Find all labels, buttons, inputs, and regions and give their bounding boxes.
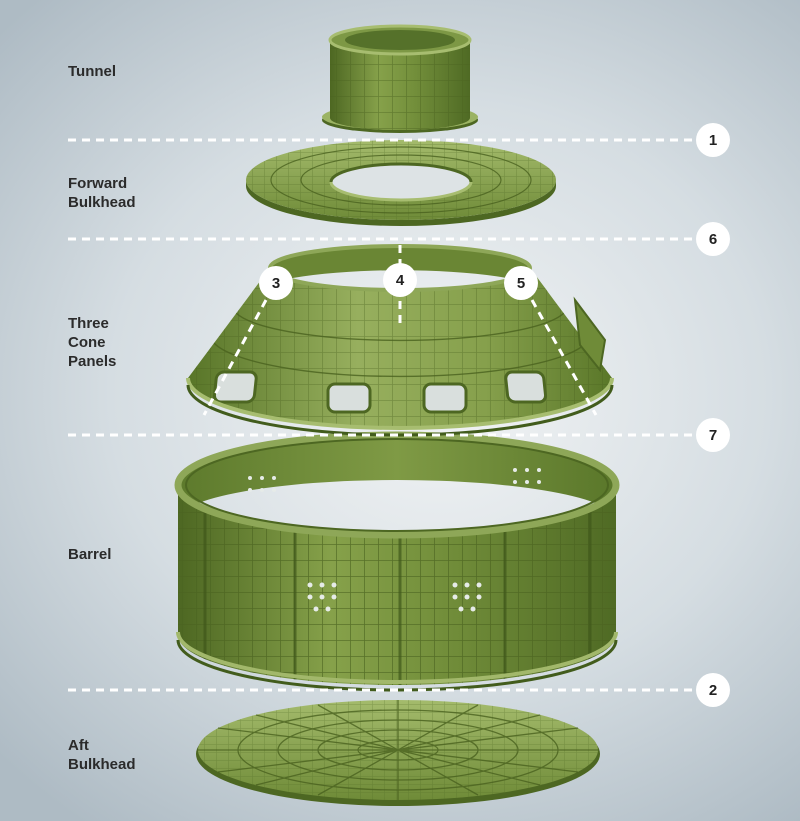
- weld-line-3: [202, 299, 268, 416]
- weld-badge-4: 4: [383, 263, 417, 297]
- svg-text:5: 5: [517, 275, 525, 292]
- svg-text:6: 6: [709, 231, 717, 248]
- three-cone-panels: [186, 244, 614, 437]
- weld-badge-7: 7: [696, 418, 730, 452]
- barrel-label: Barrel: [68, 546, 112, 563]
- svg-text:7: 7: [709, 427, 717, 444]
- weld-lines: [68, 138, 698, 692]
- weld-line-5: [530, 299, 598, 416]
- aft-bulkhead-label: Aft Bulkhead: [68, 737, 136, 773]
- tunnel-label: Tunnel: [68, 63, 117, 80]
- svg-text:1: 1: [709, 132, 717, 149]
- weld-badge-6: 6: [696, 222, 730, 256]
- svg-text:4: 4: [396, 272, 405, 289]
- forward-bulkhead: [246, 140, 556, 226]
- weld-badge-2: 2: [696, 673, 730, 707]
- three-cone-panels-label: Three Cone Panels: [68, 315, 117, 370]
- barrel: [174, 431, 620, 692]
- forward-bulkhead-label: Forward Bulkhead: [68, 175, 136, 211]
- weld-badge-5: 5: [504, 266, 538, 300]
- tunnel: [322, 24, 478, 133]
- weld-badge-1: 1: [696, 123, 730, 157]
- svg-text:2: 2: [709, 682, 717, 699]
- svg-text:3: 3: [272, 275, 280, 292]
- aft-bulkhead: [196, 700, 600, 806]
- weld-badge-3: 3: [259, 266, 293, 300]
